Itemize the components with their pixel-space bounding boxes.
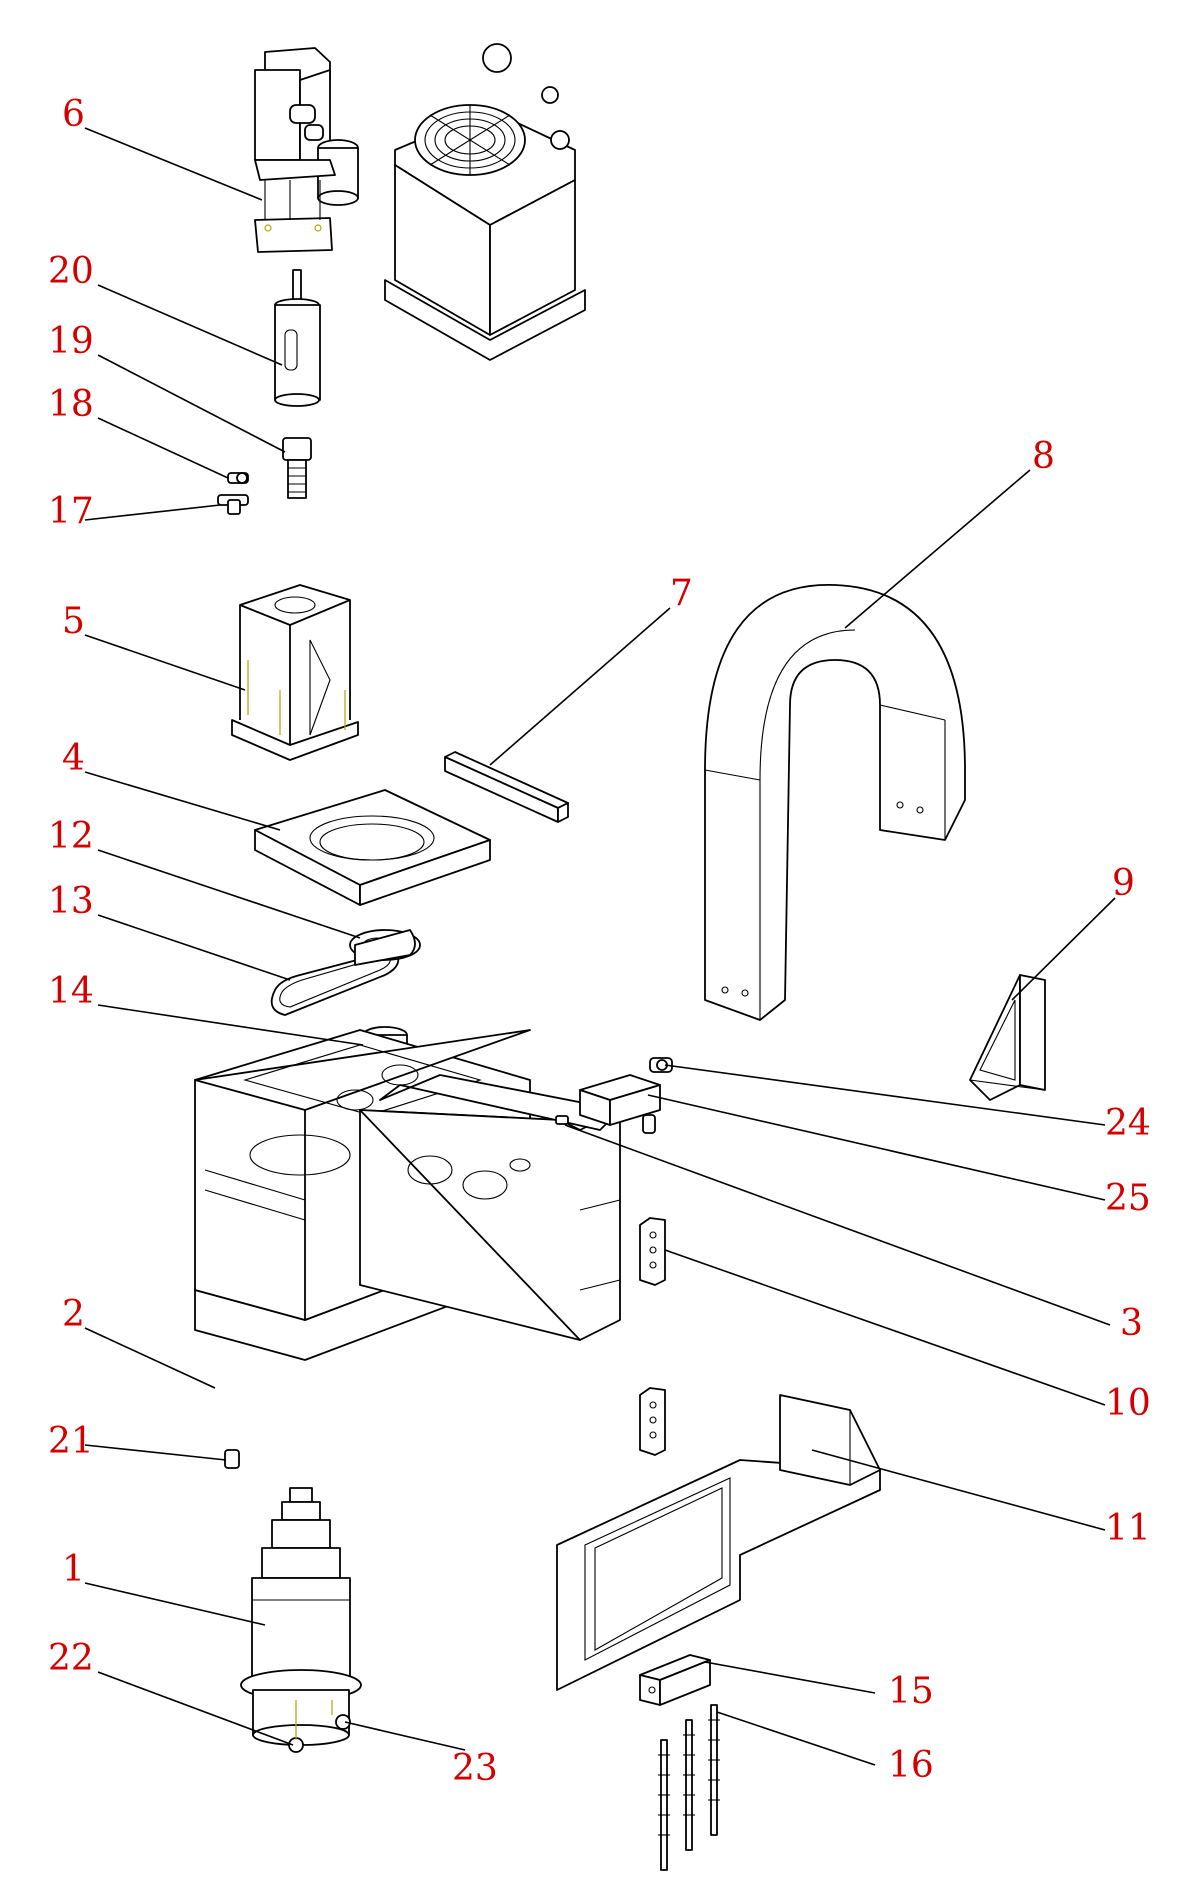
leader-9 [1011, 897, 1116, 1001]
leader-5 [84, 634, 246, 691]
leader-23 [344, 1721, 466, 1751]
leader-17 [84, 504, 221, 521]
leader-4 [84, 771, 281, 831]
part-6-actuator [254, 47, 359, 253]
leader-1 [84, 1582, 266, 1626]
callout-15: 15 [888, 1671, 934, 1712]
leader-3 [564, 1124, 1111, 1326]
part-8-arch-guard [704, 584, 966, 1021]
part-21-nut [224, 1449, 240, 1469]
leader-20 [97, 284, 283, 366]
part-7-bar [444, 751, 569, 823]
callout-10: 10 [1105, 1383, 1151, 1424]
leader-13 [97, 914, 291, 981]
part-2-main-frame [194, 1029, 621, 1361]
leader-7 [489, 607, 671, 766]
part-11-window-frame [556, 1394, 881, 1691]
leader-19 [97, 354, 286, 453]
leader-10 [664, 1249, 1106, 1406]
callout-5: 5 [62, 601, 85, 642]
part-3-screw [555, 1115, 569, 1125]
part-10-block-lower [639, 1387, 666, 1456]
part-4-plate [254, 789, 491, 906]
callout-16: 16 [888, 1745, 934, 1786]
part-25-block [579, 1074, 661, 1126]
part-17-fitting [217, 494, 249, 515]
part-16-hoses [658, 1704, 720, 1871]
leader-22 [97, 1671, 294, 1746]
callout-labels: 6 20 19 18 17 5 4 12 13 14 7 8 9 24 25 3… [48, 94, 1151, 1789]
callout-18: 18 [48, 384, 94, 425]
leader-12 [97, 849, 361, 939]
part-9-chute [969, 974, 1046, 1101]
callout-13: 13 [48, 881, 94, 922]
part-18-fitting [227, 472, 249, 484]
callout-9: 9 [1112, 863, 1135, 904]
callout-23: 23 [452, 1748, 498, 1789]
callout-4: 4 [62, 738, 85, 779]
callout-2: 2 [62, 1294, 85, 1335]
callout-1: 1 [62, 1549, 85, 1590]
callout-22: 22 [48, 1638, 94, 1679]
leader-2 [84, 1327, 216, 1389]
leader-24 [664, 1064, 1106, 1126]
leader-25 [647, 1094, 1106, 1201]
callout-7: 7 [670, 573, 693, 614]
part-1-spindle [240, 1487, 362, 1753]
leader-15 [704, 1661, 876, 1694]
leader-lines [84, 127, 1116, 1766]
callout-17: 17 [48, 491, 94, 532]
part-13-belt [270, 949, 400, 1016]
part-12-pulley [349, 929, 421, 966]
callout-14: 14 [48, 971, 94, 1012]
callout-21: 21 [48, 1421, 94, 1462]
callout-3: 3 [1120, 1303, 1143, 1344]
part-20-cylinder [274, 269, 321, 407]
part-19-fitting [282, 437, 312, 499]
callout-24: 24 [1105, 1103, 1151, 1144]
leader-6 [84, 127, 263, 201]
callout-12: 12 [48, 816, 94, 857]
motor-cooling-unit [384, 43, 586, 361]
leader-14 [97, 1004, 364, 1046]
callout-6: 6 [62, 94, 85, 135]
leader-8 [844, 469, 1031, 629]
leader-11 [811, 1449, 1106, 1531]
part-5-bracket [231, 584, 359, 761]
part-10-block-upper [639, 1217, 666, 1286]
leader-18 [97, 417, 229, 479]
callout-11: 11 [1105, 1508, 1151, 1549]
leader-16 [716, 1711, 876, 1766]
callout-8: 8 [1032, 436, 1055, 477]
callout-19: 19 [48, 321, 94, 362]
part-15-block [639, 1654, 711, 1706]
part-24-fitting [642, 1057, 673, 1134]
leader-21 [84, 1444, 227, 1461]
callout-25: 25 [1105, 1178, 1151, 1219]
callout-20: 20 [48, 251, 94, 292]
